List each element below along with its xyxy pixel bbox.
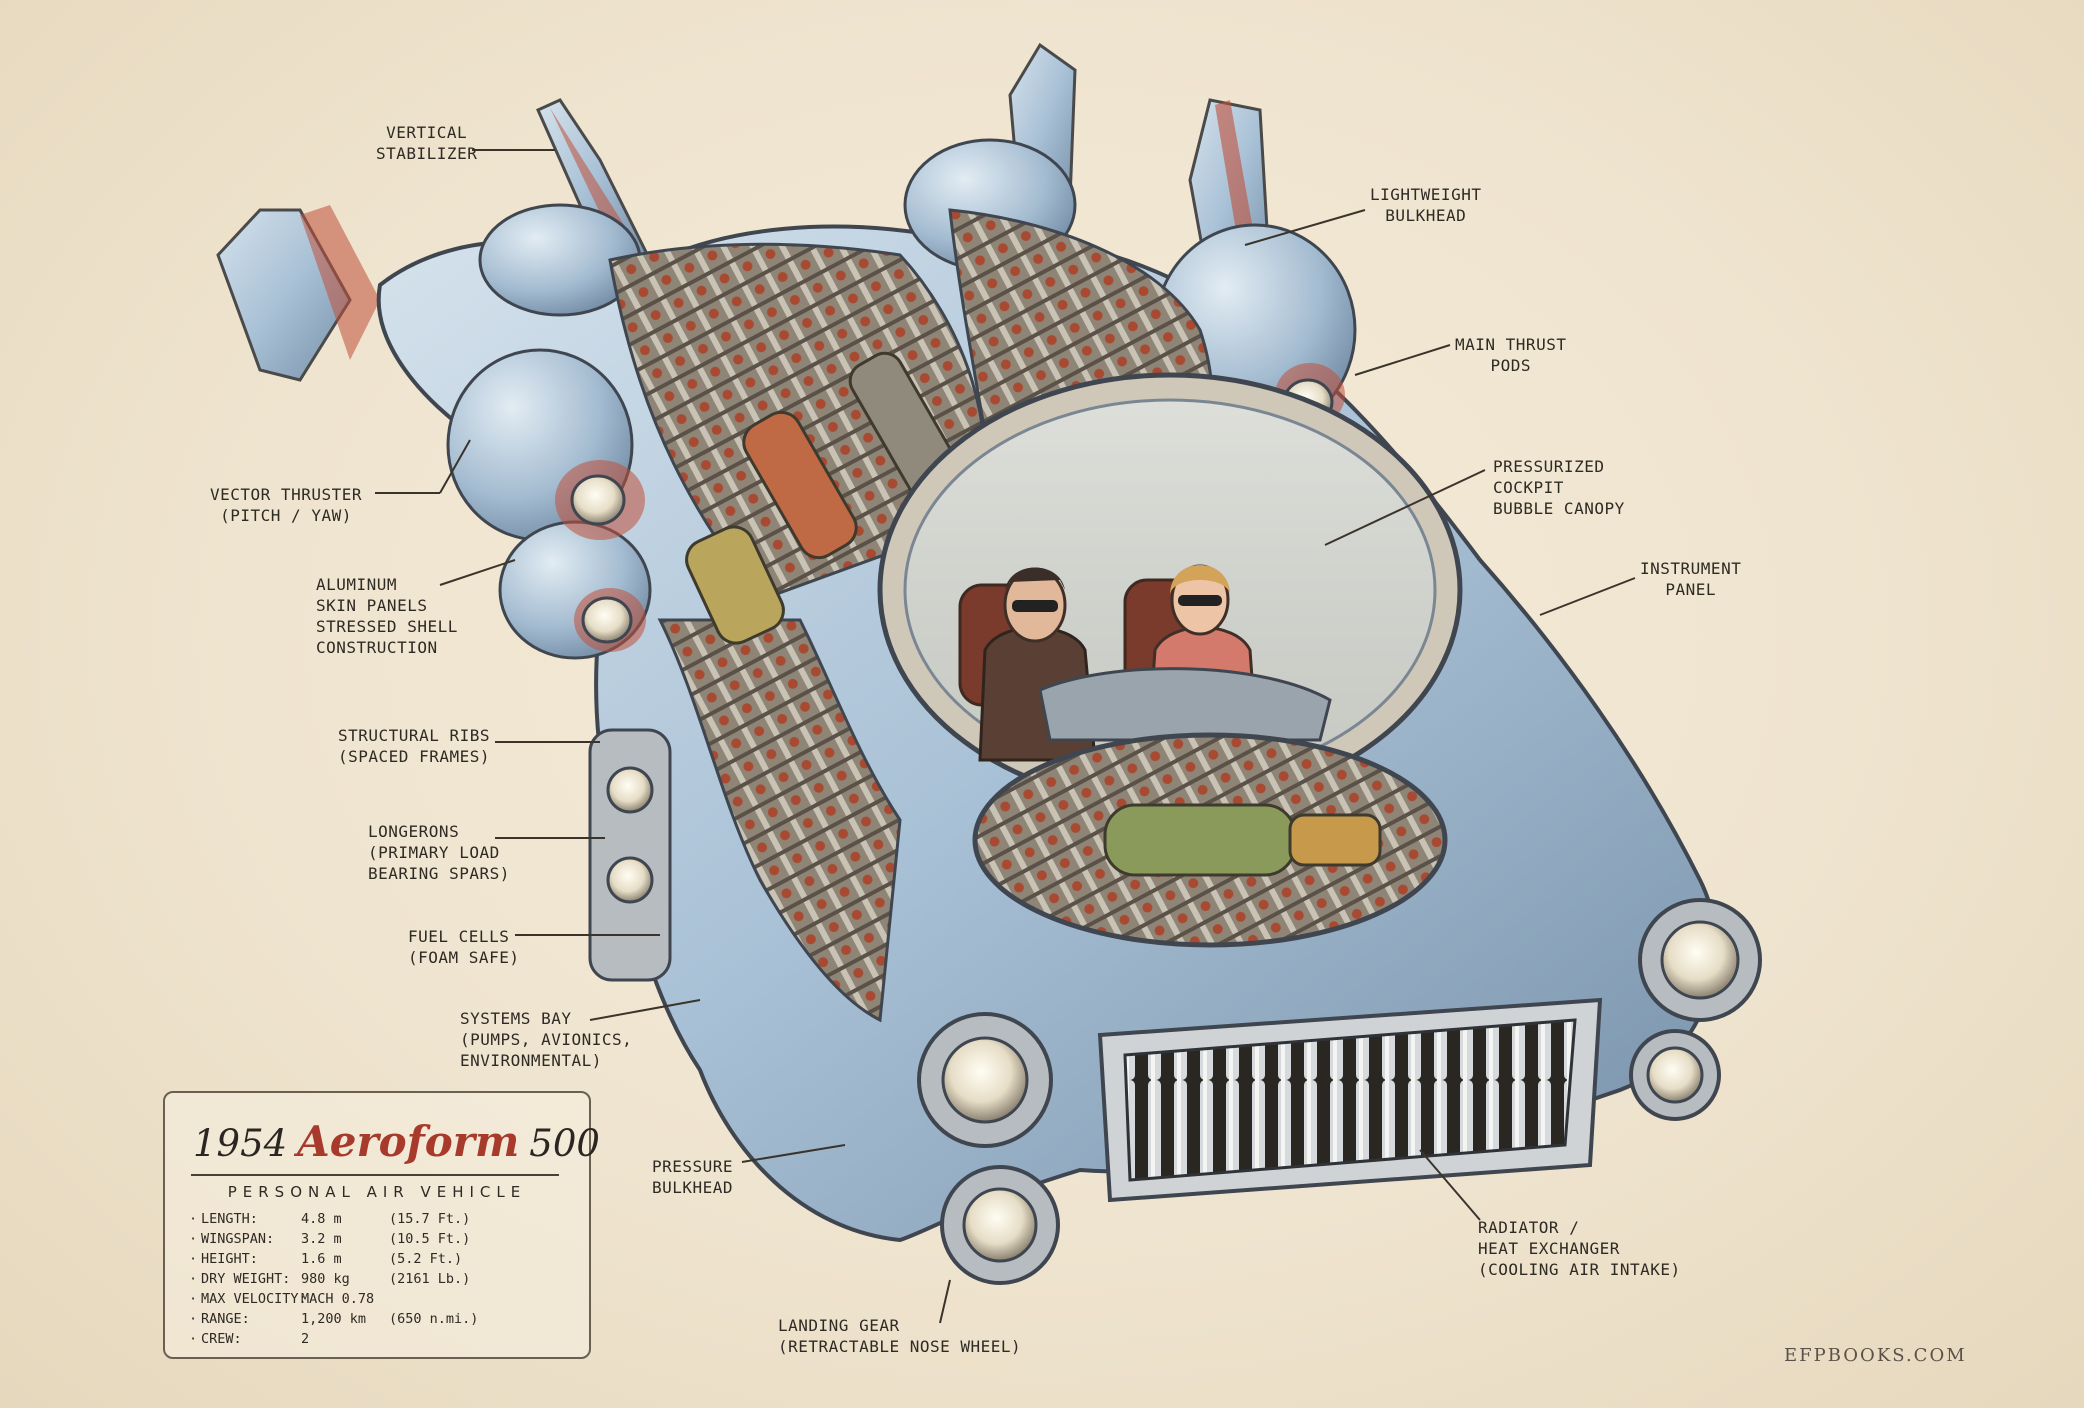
- callout-line: STABILIZER: [376, 144, 478, 163]
- spec-label: RANGE:: [201, 1311, 250, 1327]
- callout-longerons: LONGERONS (PRIMARY LOAD BEARING SPARS): [368, 821, 510, 884]
- spec-metric: 980 kg: [301, 1271, 350, 1287]
- callout-line: PRESSURE: [652, 1157, 734, 1176]
- spec-metric: 3.2 m: [301, 1231, 342, 1247]
- callout-line: (FOAM SAFE): [408, 948, 520, 967]
- callout-vector-thruster: VECTOR THRUSTER (PITCH / YAW): [210, 484, 362, 526]
- spec-label: LENGTH:: [201, 1211, 258, 1227]
- callout-landing-gear: LANDING GEAR (RETRACTABLE NOSE WHEEL): [778, 1315, 1021, 1357]
- callout-line: COCKPIT: [1493, 478, 1564, 497]
- callout-line: VERTICAL: [386, 123, 468, 142]
- callout-line: ENVIRONMENTAL): [460, 1051, 602, 1070]
- callout-line: BULKHEAD: [652, 1178, 734, 1197]
- callout-line: INSTRUMENT: [1640, 559, 1742, 578]
- spec-metric: 1.6 m: [301, 1251, 342, 1267]
- callout-line: BEARING SPARS): [368, 864, 510, 883]
- callout-line: (RETRACTABLE NOSE WHEEL): [778, 1337, 1022, 1356]
- callout-line: (SPACED FRAMES): [338, 747, 490, 766]
- callout-line: (PITCH / YAW): [220, 506, 352, 525]
- spec-imperial: (5.2 Ft.): [389, 1251, 463, 1267]
- callout-line: PANEL: [1665, 580, 1716, 599]
- callout-structural-ribs: STRUCTURAL RIBS (SPACED FRAMES): [338, 725, 490, 767]
- spec-label: CREW:: [201, 1331, 242, 1347]
- callout-line: ALUMINUM: [316, 575, 398, 594]
- callout-pressurized-canopy: PRESSURIZED COCKPIT BUBBLE CANOPY: [1493, 456, 1625, 519]
- callout-line: CONSTRUCTION: [316, 638, 438, 657]
- callout-line: RADIATOR /: [1478, 1218, 1580, 1237]
- callout-line: STRESSED SHELL: [316, 617, 458, 636]
- callout-fuel-cells: FUEL CELLS (FOAM SAFE): [408, 926, 519, 968]
- title-name: Aeroform: [297, 1117, 520, 1166]
- callout-line: LANDING GEAR: [778, 1316, 900, 1335]
- spec-imperial: (10.5 Ft.): [389, 1231, 471, 1247]
- spec-label: WINGSPAN:: [201, 1231, 275, 1247]
- title-year: 1954: [193, 1122, 288, 1165]
- callout-line: HEAT EXCHANGER: [1478, 1239, 1620, 1258]
- callout-line: (PRIMARY LOAD: [368, 843, 500, 862]
- callout-line: BULKHEAD: [1385, 206, 1467, 225]
- callout-line: FUEL CELLS: [408, 927, 510, 946]
- callout-line: SYSTEMS BAY: [460, 1009, 572, 1028]
- callout-line: STRUCTURAL RIBS: [338, 726, 490, 745]
- nose-lamps: [917, 898, 1762, 1285]
- spec-metric: 1,200 km: [301, 1311, 367, 1327]
- callout-line: LONGERONS: [368, 822, 460, 841]
- callout-aluminum-skin: ALUMINUM SKIN PANELS STRESSED SHELL CONS…: [316, 574, 458, 658]
- callout-line: SKIN PANELS: [316, 596, 428, 615]
- spec-label: HEIGHT:: [201, 1251, 258, 1267]
- spec-label: MAX VELOCITY:: [201, 1291, 307, 1307]
- spec-metric: MACH 0.78: [301, 1291, 375, 1307]
- callout-line: LIGHTWEIGHT: [1370, 185, 1482, 204]
- spec-metric: 4.8 m: [301, 1211, 342, 1227]
- callout-line: PODS: [1490, 356, 1531, 375]
- spec-metric: 2: [301, 1331, 310, 1347]
- title-model: 500: [529, 1122, 600, 1165]
- callout-instrument-panel: INSTRUMENT PANEL: [1640, 558, 1741, 600]
- callout-pressure-bulkhead: PRESSURE BULKHEAD: [652, 1156, 733, 1198]
- callout-radiator: RADIATOR / HEAT EXCHANGER (COOLING AIR I…: [1478, 1217, 1681, 1280]
- spec-imperial: (650 n.mi.): [389, 1311, 479, 1327]
- callout-line: VECTOR THRUSTER: [210, 485, 362, 504]
- watermark: EFPBOOKS.COM: [1784, 1345, 1967, 1366]
- vehicle-subtitle: PERSONAL AIR VEHICLE: [227, 1183, 527, 1201]
- callout-lightweight-bulkhead: LIGHTWEIGHT BULKHEAD: [1370, 184, 1481, 226]
- spec-label: DRY WEIGHT:: [201, 1271, 291, 1287]
- callout-line: PRESSURIZED: [1493, 457, 1605, 476]
- callout-line: (PUMPS, AVIONICS,: [460, 1030, 633, 1049]
- callout-line: (COOLING AIR INTAKE): [1478, 1260, 1681, 1279]
- callout-systems-bay: SYSTEMS BAY (PUMPS, AVIONICS, ENVIRONMEN…: [460, 1008, 632, 1071]
- callout-vertical-stabilizer: VERTICAL STABILIZER: [376, 122, 477, 164]
- spec-imperial: (2161 Lb.): [389, 1271, 471, 1287]
- callout-line: MAIN THRUST: [1455, 335, 1567, 354]
- spec-imperial: (15.7 Ft.): [389, 1211, 471, 1227]
- callout-leader-lines: [375, 149, 1636, 1324]
- callout-main-thrust-pods: MAIN THRUST PODS: [1455, 334, 1566, 376]
- title-rule: [191, 1174, 559, 1176]
- callout-line: BUBBLE CANOPY: [1493, 499, 1625, 518]
